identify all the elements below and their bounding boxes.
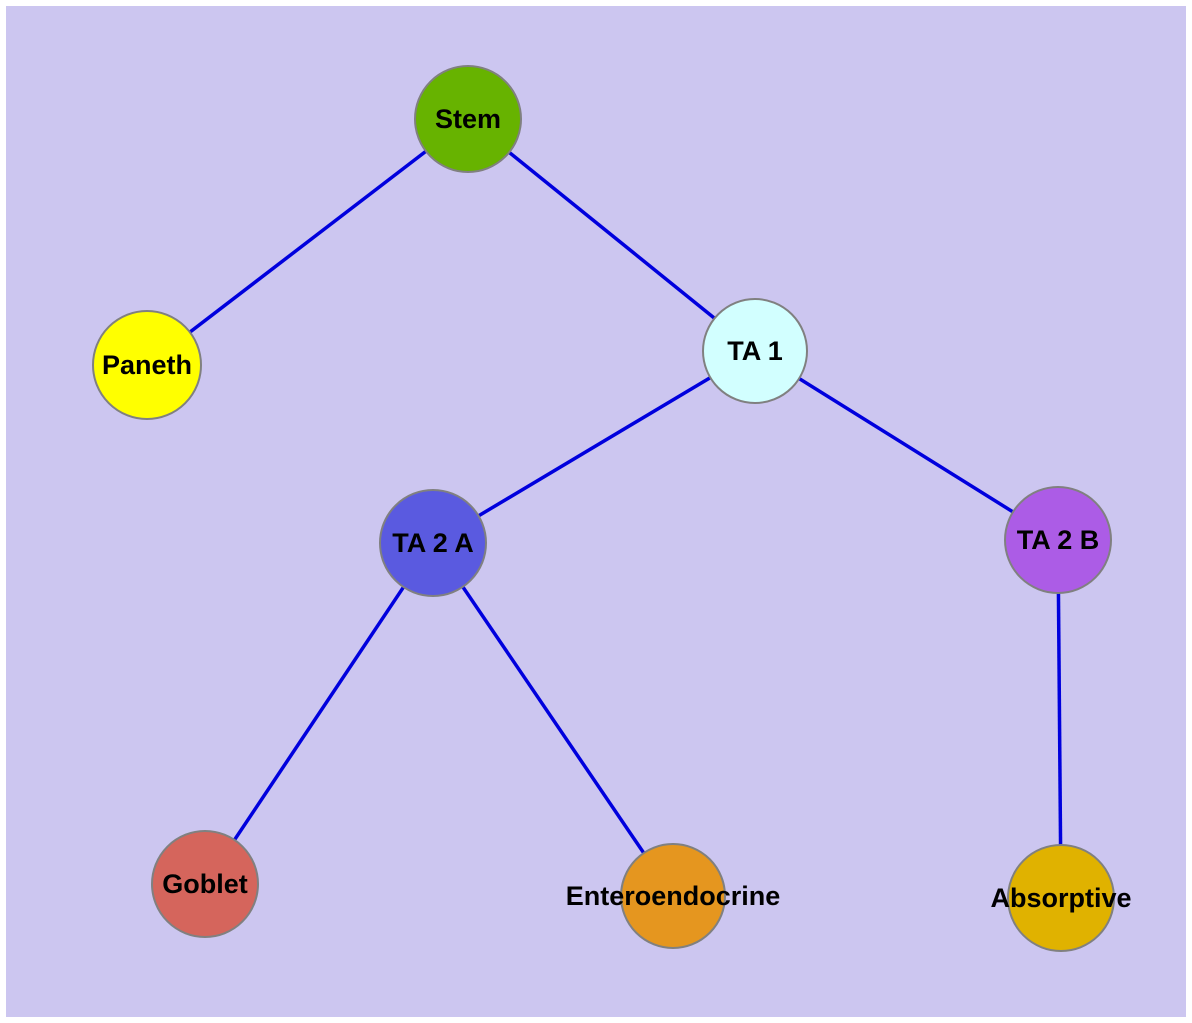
node-label-absorptive: Absorptive [990,883,1131,913]
graph-node-ta-2-a: TA 2 A [379,489,487,597]
graph-node-paneth: Paneth [92,310,202,420]
edge-ta-2-a-to-goblet [203,542,435,885]
edges-layer [145,117,1063,899]
edge-ta-1-to-ta-2-b [754,349,1059,542]
node-circle-ta-2-b [1004,486,1112,594]
node-label-enteroendocrine: Enteroendocrine [566,881,781,911]
graph-node-ta-1: TA 1 [702,298,808,404]
node-circle-stem [414,65,522,173]
node-label-ta-1: TA 1 [727,336,783,366]
node-circle-paneth [92,310,202,420]
graph-node-stem: Stem [414,65,522,173]
edge-stem-to-paneth [145,117,470,367]
node-circle-absorptive [1007,844,1115,952]
edge-ta-2-b-to-absorptive [1056,539,1063,899]
node-circle-enteroendocrine [620,843,726,949]
node-label-stem: Stem [435,104,501,134]
edge-ta-1-to-ta-2-a [432,349,756,545]
node-label-ta-2-a: TA 2 A [392,528,474,558]
edge-ta-2-a-to-enteroendocrine [431,542,675,897]
graph-node-goblet: Goblet [151,830,259,938]
node-label-goblet: Goblet [162,869,248,899]
node-circle-goblet [151,830,259,938]
node-circle-ta-1 [702,298,808,404]
node-circle-ta-2-a [379,489,487,597]
node-label-paneth: Paneth [102,350,192,380]
edge-stem-to-ta-1 [466,117,757,353]
graph-node-enteroendocrine: Enteroendocrine [566,843,781,949]
graph-node-absorptive: Absorptive [990,844,1132,952]
node-label-ta-2-b: TA 2 B [1017,525,1100,555]
graph-node-ta-2-b: TA 2 B [1004,486,1112,594]
